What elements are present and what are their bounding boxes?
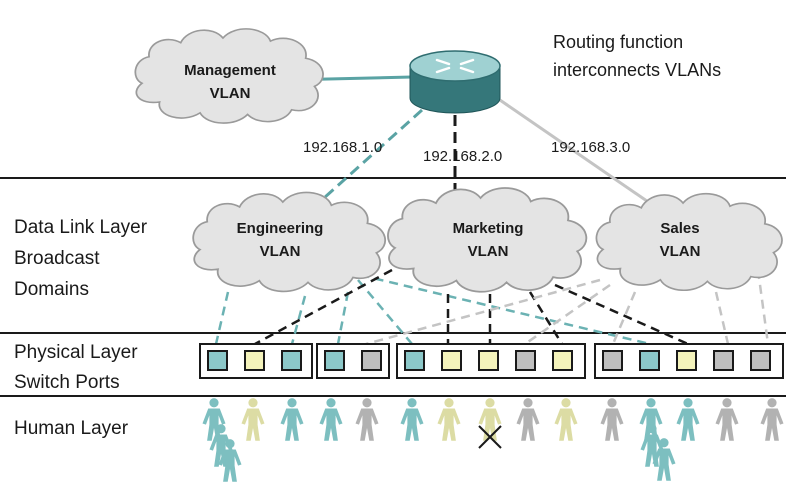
layer-separators xyxy=(0,177,786,397)
user-icon xyxy=(437,398,461,441)
engineering-vlan-label: Engineering xyxy=(237,220,324,237)
subnet-label: 192.168.3.0 xyxy=(551,139,630,156)
switch-port xyxy=(639,350,660,371)
router-note-text: interconnects VLANs xyxy=(553,60,721,80)
user-icon xyxy=(554,398,578,441)
switch-port xyxy=(602,350,623,371)
user-icon xyxy=(319,398,343,441)
port-link xyxy=(714,291,730,345)
user-icon xyxy=(600,398,624,441)
port-link xyxy=(611,291,637,345)
user-icon xyxy=(639,398,663,441)
sales-vlan-label: Sales xyxy=(660,220,699,237)
user-icon xyxy=(760,398,784,441)
subnet-label: 192.168.2.0 xyxy=(423,148,502,165)
switch-ports xyxy=(207,350,771,371)
data-link-layer-label: Domains xyxy=(14,279,89,300)
user-icon xyxy=(280,398,304,441)
user-icon xyxy=(516,398,540,441)
users xyxy=(202,398,784,482)
switch-port xyxy=(515,350,536,371)
management-vlan-label: VLAN xyxy=(210,85,251,102)
port-link xyxy=(524,283,611,346)
switch-port xyxy=(478,350,499,371)
switch-port xyxy=(441,350,462,371)
port-link xyxy=(359,273,651,346)
user-icon xyxy=(355,398,379,441)
data-link-layer-label: Broadcast xyxy=(14,248,100,269)
physical-layer-label: Physical Layer xyxy=(14,342,138,363)
data-link-layer-label: Data Link Layer xyxy=(14,217,148,238)
physical-layer-label: Switch Ports xyxy=(14,372,120,393)
user-icon xyxy=(241,398,265,441)
port-link xyxy=(554,283,689,346)
switch-port xyxy=(324,350,345,371)
switch-port xyxy=(676,350,697,371)
sales-vlan-label: VLAN xyxy=(660,243,701,260)
router-note-text: Routing function xyxy=(553,32,683,52)
management-vlan-label: Management xyxy=(184,62,276,79)
router-link-engineering xyxy=(303,108,424,217)
port-link xyxy=(254,268,393,346)
user-icon xyxy=(400,398,424,441)
switch-port xyxy=(361,350,382,371)
user-icon xyxy=(715,398,739,441)
marketing-vlan-cloud xyxy=(387,187,588,293)
port-link xyxy=(290,295,307,345)
engineering-vlan-cloud xyxy=(192,191,387,293)
user-icon xyxy=(676,398,700,441)
port-link xyxy=(336,291,350,345)
router-icon xyxy=(409,50,501,114)
switch-port xyxy=(244,350,265,371)
switch-port xyxy=(552,350,573,371)
sales-vlan-cloud xyxy=(595,192,783,292)
router-link-sales xyxy=(496,96,661,212)
engineering-vlan-label: VLAN xyxy=(260,243,301,260)
marketing-vlan-label: VLAN xyxy=(468,243,509,260)
blocked-mark-icon xyxy=(478,425,502,449)
port-link xyxy=(528,291,564,345)
user-icon xyxy=(202,398,226,441)
switch-port xyxy=(713,350,734,371)
port-link xyxy=(756,269,770,345)
vlan-port-links xyxy=(214,268,770,346)
human-layer-label: Human Layer xyxy=(14,418,129,439)
port-link xyxy=(365,278,601,346)
switch-port xyxy=(404,350,425,371)
marketing-vlan-label: Marketing xyxy=(453,220,524,237)
user-icon xyxy=(478,398,502,441)
switch-port xyxy=(281,350,302,371)
switch-port xyxy=(207,350,228,371)
subnet-label: 192.168.1.0 xyxy=(303,139,382,156)
port-link xyxy=(214,291,230,345)
switch-port xyxy=(750,350,771,371)
